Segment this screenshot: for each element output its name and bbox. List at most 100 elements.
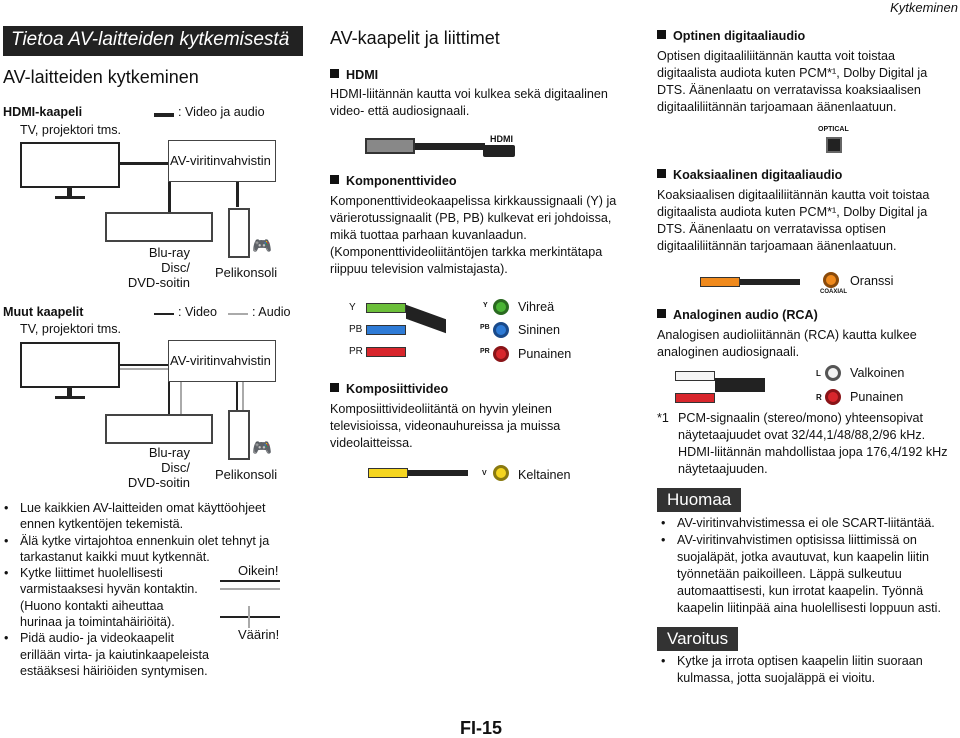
console-icon	[228, 208, 250, 258]
coax-cable-icon	[740, 279, 800, 285]
wrong-label: Väärin!	[238, 627, 280, 642]
plug-blue-icon	[366, 325, 406, 335]
jack-red-icon	[493, 346, 509, 362]
bd-amp-wire	[168, 182, 171, 217]
composite-text: Komposiittivideoliitäntä on hyvin yleine…	[330, 402, 561, 450]
wrong-wire-1	[220, 616, 280, 618]
warning-item: Kytke ja irrota optisen kaapelin liitin …	[657, 653, 960, 687]
optical-text: Optisen digitaaliliitännän kautta voit t…	[657, 49, 928, 114]
color-yellow-label: Keltainen	[518, 468, 571, 482]
precaution-text: Älä kytke virtajohtoa ennenkuin olet teh…	[20, 533, 270, 564]
tv-label-1: TV, projektori tms.	[20, 123, 122, 137]
bullet-square-icon	[657, 30, 666, 39]
hdmi-jack-label: HDMI	[490, 134, 513, 144]
jack-green-icon	[493, 299, 509, 315]
precaution-text: Lue kaikkien AV-laitteiden omat käyttöoh…	[20, 501, 266, 532]
tv-base	[55, 196, 85, 199]
page-number: FI-15	[460, 718, 503, 738]
amplifier-icon	[168, 140, 276, 182]
legend-audio-line	[228, 313, 248, 315]
composite-cable-icon	[408, 470, 468, 476]
tv-stand-2	[67, 388, 72, 396]
video-wire-c	[236, 382, 238, 410]
correct-wire-2	[220, 588, 280, 590]
note-item: AV-viritinvahvistimen optisissa liittimi…	[657, 532, 960, 617]
plug-white-icon	[675, 371, 715, 381]
color-orange-label: Oranssi	[850, 274, 894, 288]
hdmi-cable-icon	[415, 143, 485, 150]
hdmi-plug-icon	[365, 138, 415, 154]
tv-stand	[67, 188, 72, 196]
tv-icon-2	[20, 342, 120, 388]
audio-wire-a	[120, 368, 168, 370]
jack-red-audio-icon	[825, 389, 841, 405]
jack-pb-label: PB	[480, 324, 490, 331]
wrong-wire-2	[248, 606, 250, 628]
legend-video-audio: : Video ja audio	[178, 105, 265, 119]
jack-blue-icon	[493, 322, 509, 338]
console-label-1: Pelikonsoli	[215, 265, 278, 280]
precaution-item: Lue kaikkien AV-laitteiden omat käyttöoh…	[0, 500, 290, 533]
hdmi-text: HDMI-liitännän kautta voi kulkea sekä di…	[330, 87, 608, 118]
jack-yellow-icon	[493, 465, 509, 481]
note-text: AV-viritinvahvistimessa ei ole SCART-lii…	[677, 516, 935, 530]
color-blue-label: Sininen	[518, 323, 561, 337]
section-banner: Tietoa AV-laitteiden kytkemisestä	[3, 26, 303, 56]
middle-heading: AV-kaapelit ja liittimet	[330, 28, 500, 48]
precaution-text: Kytke liittimet huolellisesti varmistaak…	[20, 566, 198, 630]
composite-title-text: Komposiittivideo	[346, 382, 449, 396]
console-amp-wire	[236, 182, 239, 207]
plug-yellow-icon	[368, 468, 408, 478]
section-label: Kytkeminen	[890, 0, 958, 15]
color-red-audio-label: Punainen	[850, 390, 904, 404]
bullet-square-icon	[330, 69, 339, 78]
amplifier-icon-2	[168, 340, 276, 382]
component-text: Komponenttivideokaapelissa kirkkaussigna…	[330, 194, 617, 276]
jack-l-label: L	[816, 369, 821, 378]
coax-jack-label: COAXIAL	[820, 289, 847, 295]
hdmi-title: HDMI	[330, 67, 378, 84]
legend-video: : Video	[178, 305, 217, 319]
legend-video-line	[154, 313, 174, 315]
component-title: Komponenttivideo	[330, 173, 457, 190]
optical-jack-label: OPTICAL	[818, 126, 849, 133]
note-badge: Huomaa	[657, 488, 742, 512]
plug-pb-label: PB	[349, 324, 363, 335]
jack-v-label: V	[482, 470, 487, 477]
bullet-square-icon	[330, 175, 339, 184]
bd-label-2: Blu-ray Disc/ DVD-soitin	[127, 445, 190, 490]
audio-wire-c	[242, 382, 244, 410]
jack-pr-label: PR	[480, 348, 490, 355]
precaution-item: Kytke liittimet huolellisesti varmistaak…	[0, 565, 200, 630]
jack-white-icon	[825, 365, 841, 381]
plug-green-icon	[366, 303, 406, 313]
amplifier-label-1: AV-viritinvahvistin	[170, 153, 271, 168]
correct-wire-1	[220, 580, 280, 582]
plug-red-audio-icon	[675, 393, 715, 403]
bullet-square-icon	[657, 169, 666, 178]
component-title-text: Komponenttivideo	[346, 174, 457, 188]
rca-title-text: Analoginen audio (RCA)	[673, 308, 818, 322]
correct-label: Oikein!	[238, 563, 279, 578]
bullet-square-icon	[330, 383, 339, 392]
amplifier-label-2: AV-viritinvahvistin	[170, 353, 271, 368]
optical-jack-icon	[826, 137, 842, 153]
plug-pr-label: PR	[349, 346, 363, 357]
jack-orange-icon	[823, 272, 839, 288]
console-label-2: Pelikonsoli	[215, 467, 278, 482]
component-cable-icon	[406, 304, 446, 334]
plug-orange-icon	[700, 277, 740, 287]
hdmi-title-text: HDMI	[346, 68, 379, 82]
bd-player-icon-2	[105, 414, 213, 444]
left-heading: AV-laitteiden kytkeminen	[3, 67, 199, 87]
footnote-text: PCM-signaalin (stereo/mono) yhteensopiva…	[678, 411, 948, 476]
plug-red-icon	[366, 347, 406, 357]
optical-title-text: Optinen digitaaliaudio	[673, 29, 806, 43]
color-green-label: Vihreä	[518, 300, 555, 314]
rca-title: Analoginen audio (RCA)	[657, 307, 818, 324]
note-list: AV-viritinvahvistimessa ei ole SCART-lii…	[657, 515, 960, 617]
rca-text: Analogisen audioliitännän (RCA) kautta k…	[657, 328, 917, 359]
tv-amp-wire	[120, 162, 168, 165]
precaution-list: Lue kaikkien AV-laitteiden omat käyttöoh…	[0, 500, 290, 679]
note-item: AV-viritinvahvistimessa ei ole SCART-lii…	[657, 515, 960, 532]
